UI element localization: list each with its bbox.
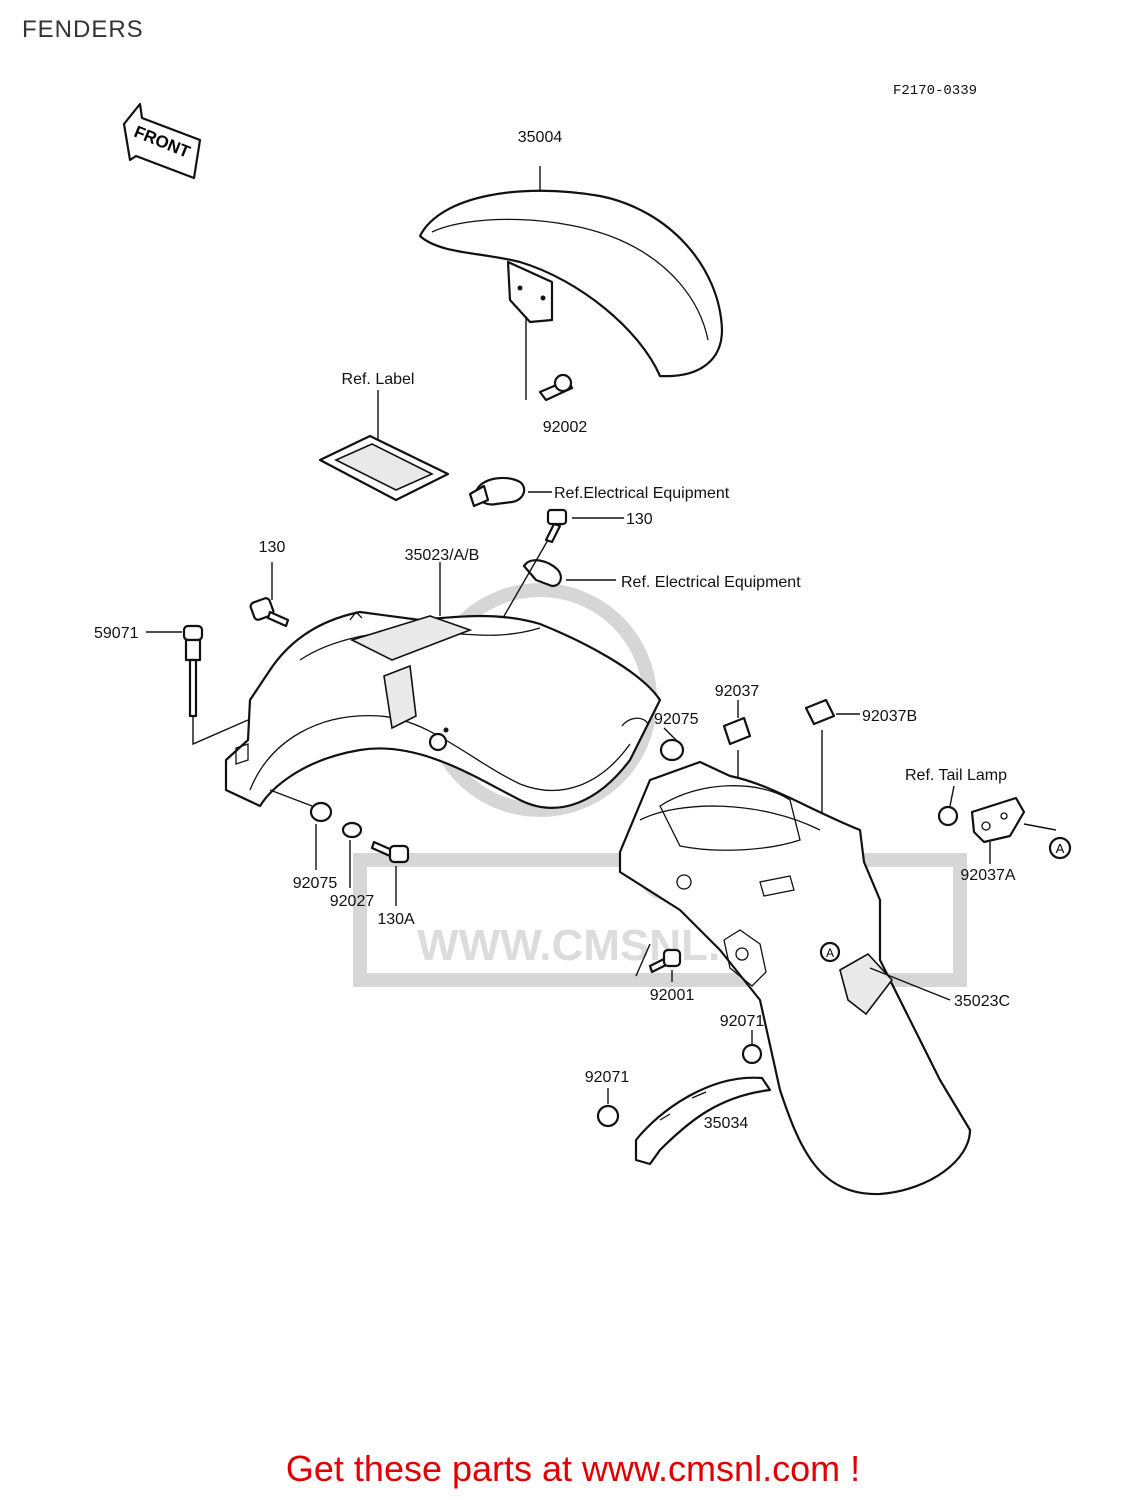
collar-92027-part <box>341 821 363 888</box>
cta-link[interactable]: Get these parts at www.cmsnl.com ! <box>285 1448 861 1489</box>
callout-92075-left: 92075 <box>293 875 338 892</box>
stay-35034-part <box>634 1076 772 1166</box>
bracket-92037a-part: A <box>970 796 1072 864</box>
callout-ref-tail-lamp: Ref. Tail Lamp <box>905 767 1007 784</box>
callout-92037b: 92037B <box>862 708 917 725</box>
damper-92071-right-part <box>741 1030 763 1065</box>
page-title: FENDERS <box>22 16 144 43</box>
callout-92037: 92037 <box>715 683 760 700</box>
nut-clip-92037b-part <box>804 698 860 826</box>
callout-35023c: 35023C <box>954 993 1010 1010</box>
cable-clamp-part <box>468 476 552 508</box>
diagram-ref-number: F2170-0339 <box>893 83 977 99</box>
callout-ref-electrical-1: Ref.Electrical Equipment <box>554 485 730 502</box>
bolt-130a-part <box>370 840 410 906</box>
grommet-92075-right-part <box>659 727 685 762</box>
callout-ref-label: Ref. Label <box>342 371 415 388</box>
callout-35023ab: 35023/A/B <box>405 547 480 564</box>
front-arrow-icon: FRONT <box>122 102 202 180</box>
callout-130-left: 130 <box>259 539 286 556</box>
callout-92037a: 92037A <box>960 867 1015 884</box>
wire-clip-part <box>495 539 616 631</box>
bolt-130-left-part <box>249 562 290 628</box>
damper-92071-left-part <box>596 1088 620 1128</box>
callout-35034: 35034 <box>704 1115 749 1132</box>
callout-130a: 130A <box>377 911 415 928</box>
callout-ref-electrical-2: Ref. Electrical Equipment <box>621 574 801 591</box>
rear-fender-rear-part: A <box>618 760 972 1196</box>
callout-130-top: 130 <box>626 511 653 528</box>
callout-92001: 92001 <box>650 987 695 1004</box>
callout-92075-right: 92075 <box>654 711 699 728</box>
front-fender-part <box>418 166 724 402</box>
rear-fender-front-part <box>224 562 662 809</box>
circle-a-marker: A <box>1056 841 1065 856</box>
ref-label-sticker <box>318 390 450 502</box>
fender-marker-a: A <box>826 946 834 960</box>
grommet-92075-left-part <box>269 789 333 870</box>
callout-92027: 92027 <box>330 893 375 910</box>
callout-35004: 35004 <box>518 129 563 146</box>
bolt-130-top-part <box>544 508 624 544</box>
nut-ref-tail-lamp-part <box>937 785 959 827</box>
callout-92002: 92002 <box>543 419 588 436</box>
sensor-59071-part <box>146 624 249 746</box>
callout-92071-left: 92071 <box>585 1069 630 1086</box>
callout-59071: 59071 <box>94 625 139 642</box>
callout-92071-right: 92071 <box>720 1013 765 1030</box>
bolt-92001-part <box>635 943 682 982</box>
